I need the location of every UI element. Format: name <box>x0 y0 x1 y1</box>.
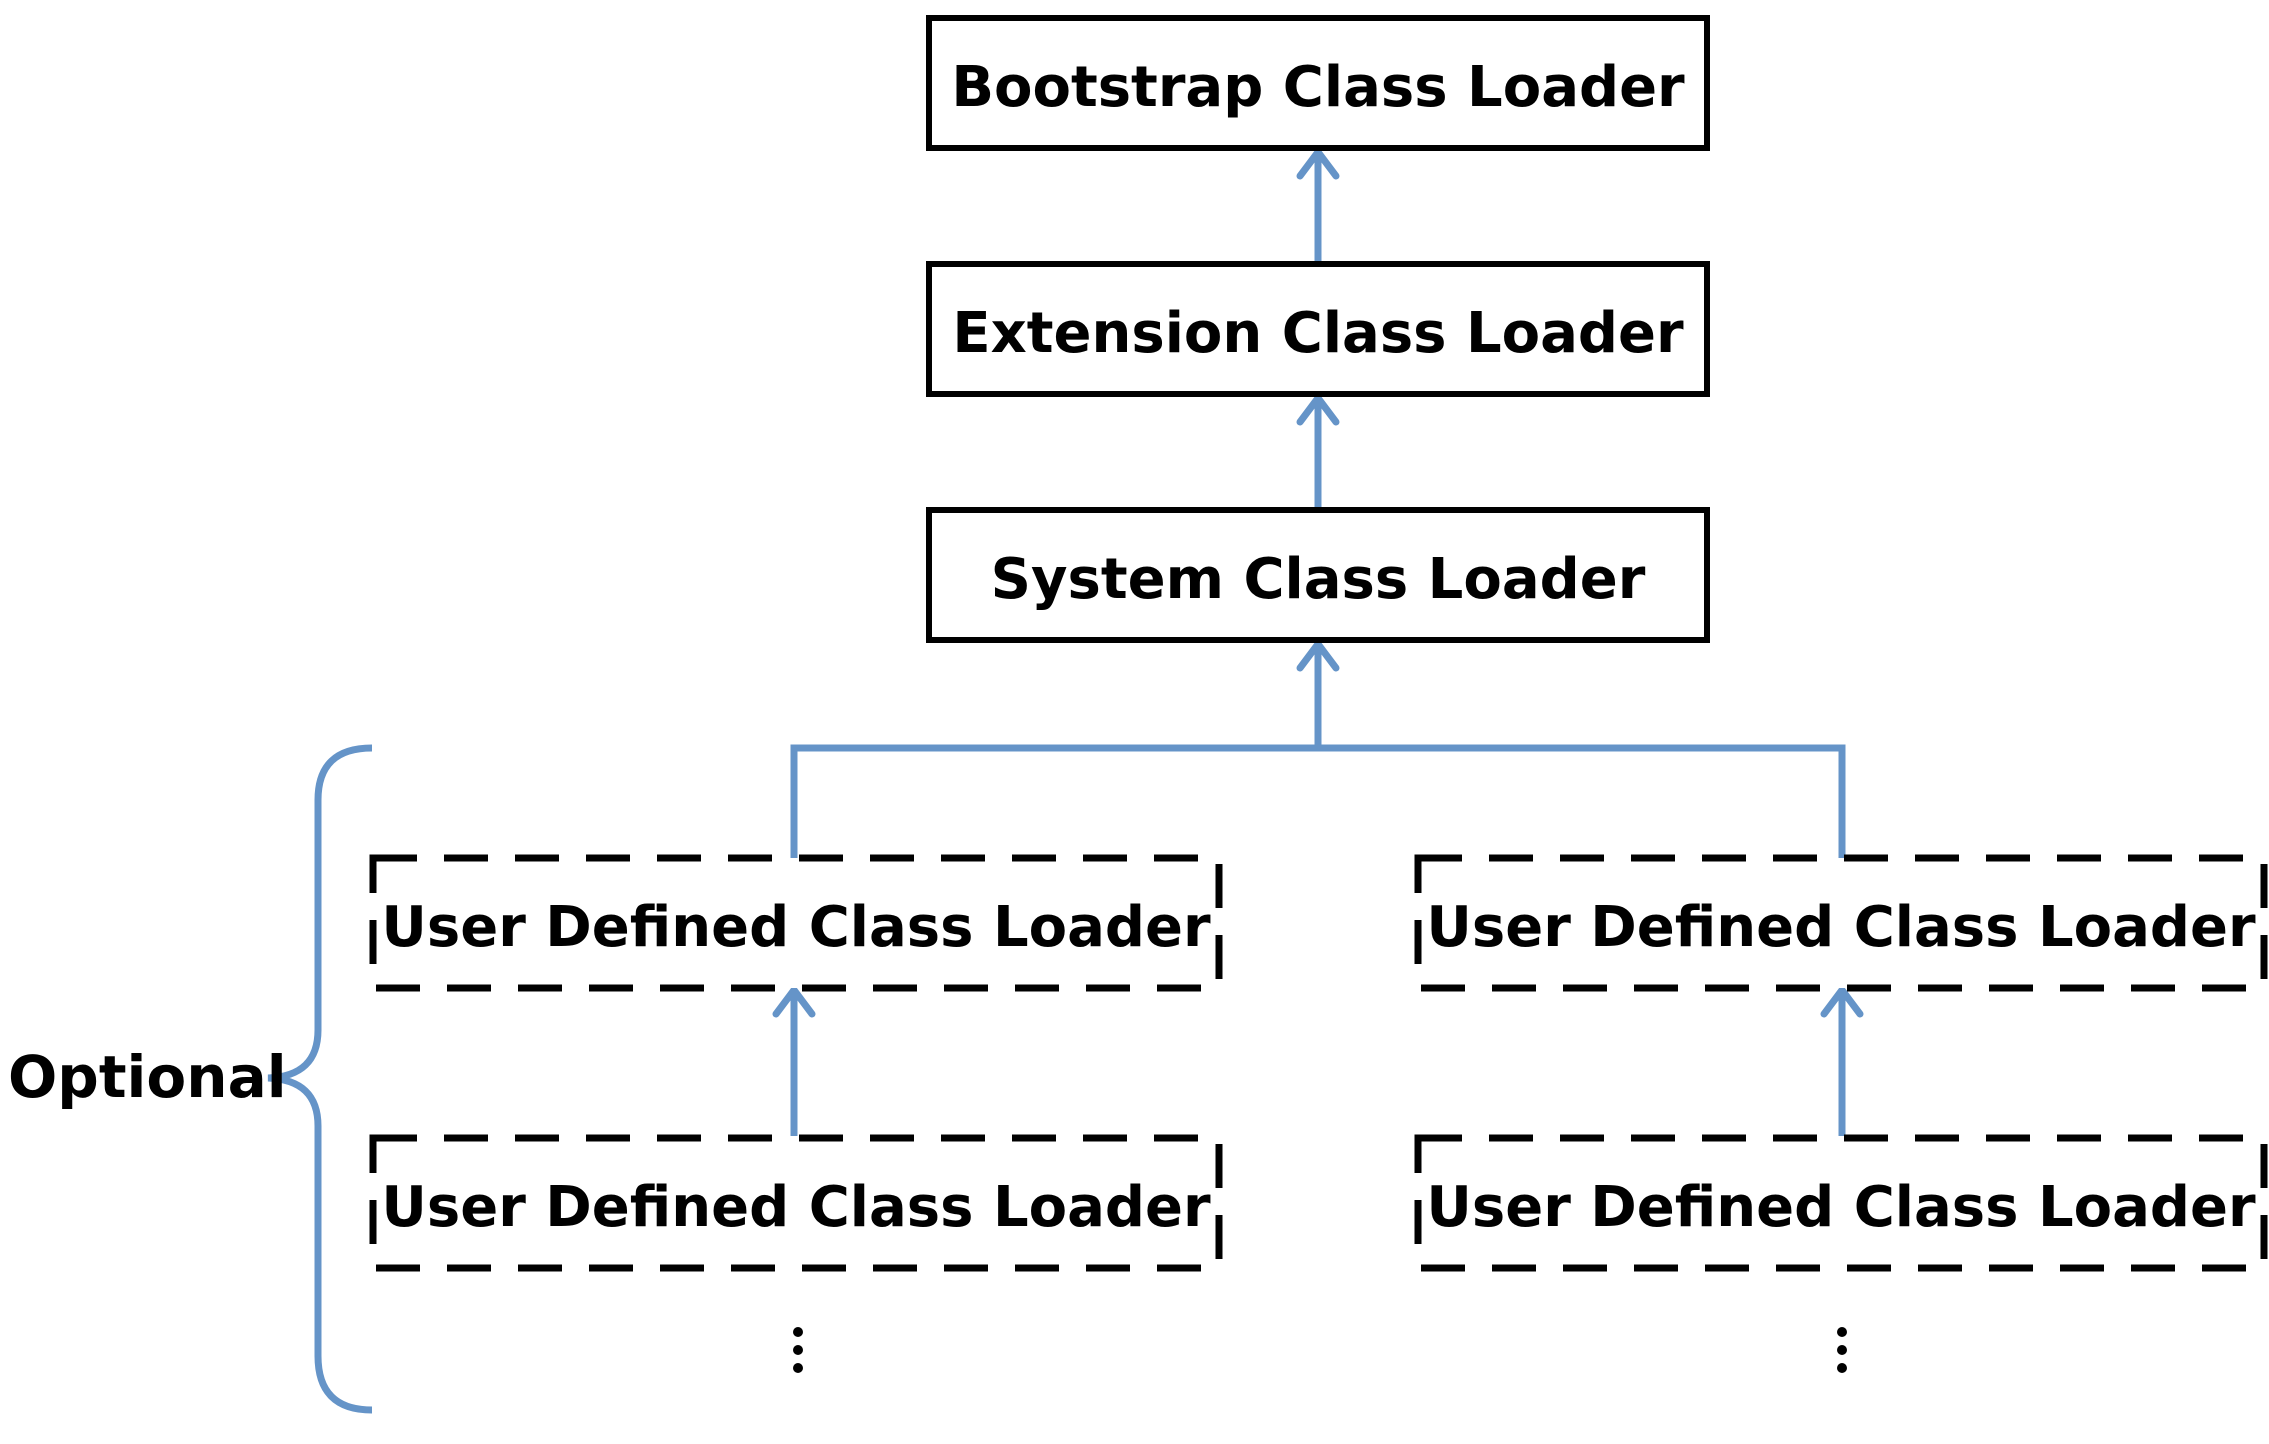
user-right-top-box <box>1414 854 2268 992</box>
continuation-left-dot-3 <box>793 1363 803 1373</box>
node-user-right-top: User Defined Class Loader <box>1414 854 2268 992</box>
arrowhead-right-top <box>1820 986 1864 1018</box>
extension-box <box>926 261 1710 397</box>
arrowhead-system <box>1296 640 1340 672</box>
continuation-left-dot-2 <box>793 1345 803 1355</box>
node-user-left-top: User Defined Class Loader <box>369 854 1223 992</box>
node-bootstrap: Bootstrap Class Loader <box>926 15 1710 151</box>
node-user-left-bottom: User Defined Class Loader <box>369 1134 1223 1272</box>
bootstrap-box <box>926 15 1710 151</box>
node-system: System Class Loader <box>926 507 1710 643</box>
connectors <box>267 148 1864 1414</box>
user-right-bottom-box <box>1414 1134 2268 1272</box>
continuation-right-dot-3 <box>1837 1363 1847 1373</box>
user-left-bottom-label: User Defined Class Loader <box>381 1175 1211 1240</box>
user-left-top-label: User Defined Class Loader <box>381 895 1211 960</box>
user-right-bottom-label: User Defined Class Loader <box>1426 1175 2256 1240</box>
node-extension: Extension Class Loader <box>926 261 1710 397</box>
user-left-top-box <box>369 854 1223 992</box>
link-user-loaders-to-system <box>790 744 1846 858</box>
arrowhead-left-top <box>772 986 816 1018</box>
user-left-bottom-box <box>369 1134 1223 1272</box>
continuation-right-dot-2 <box>1837 1345 1847 1355</box>
user-right-top-label: User Defined Class Loader <box>1426 895 2256 960</box>
arrowhead-bootstrap <box>1296 148 1340 180</box>
system-label: System Class Loader <box>991 547 1646 612</box>
continuation-left-dot-1 <box>793 1327 803 1337</box>
optional-brace <box>267 744 373 1414</box>
continuation-left <box>793 1327 803 1373</box>
continuation-right <box>1837 1327 1847 1373</box>
system-box <box>926 507 1710 643</box>
arrowhead-extension <box>1296 394 1340 426</box>
extension-label: Extension Class Loader <box>952 301 1684 366</box>
node-user-right-bottom: User Defined Class Loader <box>1414 1134 2268 1272</box>
optional-label: Optional <box>8 1043 287 1111</box>
continuation-right-dot-1 <box>1837 1327 1847 1337</box>
bootstrap-label: Bootstrap Class Loader <box>951 55 1685 120</box>
